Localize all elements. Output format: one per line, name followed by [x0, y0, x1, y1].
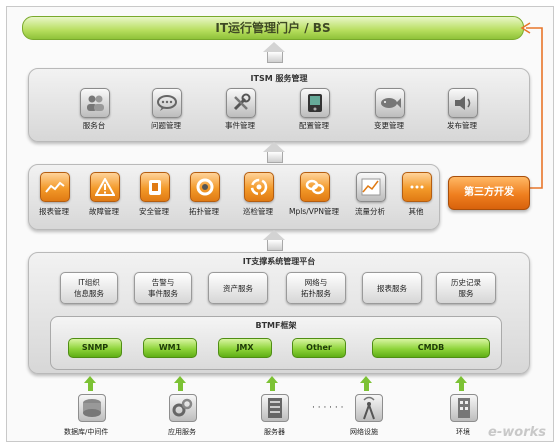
service-label: 网络与 拓扑服务 — [301, 278, 331, 298]
bottom-label: 网络设施 — [350, 428, 378, 436]
arrow-stem-1 — [267, 52, 283, 63]
watermark-logo: e-works — [488, 425, 546, 440]
service-label: IT组织 信息服务 — [74, 278, 104, 298]
service-label: 报表服务 — [377, 283, 407, 293]
monitoring-label: Mpls/VPN管理 — [288, 207, 339, 216]
itsm-label: 服务台 — [82, 121, 106, 130]
green-arrow-stem — [87, 383, 93, 391]
service-button: 资产服务 — [208, 272, 268, 304]
warning-icon — [90, 172, 120, 202]
traffic-chart-icon — [356, 172, 386, 202]
btmf-pill: WM1 — [143, 338, 197, 358]
ellipsis-dots: · · · · · · — [312, 403, 344, 413]
green-arrow — [266, 376, 278, 383]
green-arrow-stem — [458, 383, 464, 391]
topology-icon — [190, 172, 220, 202]
itsm-label: 变更管理 — [374, 121, 404, 130]
btmf-pill: JMX — [218, 338, 272, 358]
arrow-stem-3 — [267, 240, 283, 251]
btmf-title: BTMF框架 — [255, 321, 297, 330]
gears-icon — [169, 394, 197, 422]
green-arrow — [455, 376, 467, 383]
green-arrow-stem — [269, 383, 275, 391]
bottom-label: 服务器 — [264, 428, 285, 436]
third-party-label: 第三方开发 — [464, 187, 514, 198]
monitoring-label: 其他 — [408, 207, 424, 216]
support-title: IT支撑系统管理平台 — [242, 257, 316, 266]
building-icon — [450, 394, 478, 422]
arrow-head-1 — [263, 42, 285, 52]
green-arrow-stem — [363, 383, 369, 391]
feedback-arrow — [520, 22, 543, 189]
service-button: 网络与 拓扑服务 — [286, 272, 346, 304]
monitoring-label: 拓扑管理 — [189, 207, 219, 216]
bottom-label: 数据库/中间件 — [64, 428, 109, 436]
service-label: 告警与 事件服务 — [148, 278, 178, 298]
monitoring-label: 安全管理 — [139, 207, 169, 216]
itsm-label: 发布管理 — [447, 121, 477, 130]
btmf-pill: CMDB — [372, 338, 490, 358]
database-icon — [78, 394, 106, 422]
ellipsis-icon — [402, 172, 432, 202]
fish-icon — [375, 88, 405, 118]
service-button: 报表服务 — [362, 272, 422, 304]
green-arrow — [84, 376, 96, 383]
cycle-icon — [244, 172, 274, 202]
people-icon — [80, 88, 110, 118]
monitoring-label: 巡检管理 — [243, 207, 273, 216]
monitoring-label: 故障管理 — [89, 207, 119, 216]
monitoring-label: 流量分析 — [355, 207, 385, 216]
arrow-stem-2 — [267, 152, 283, 163]
itsm-title: ITSM 服务管理 — [250, 74, 308, 83]
arrow-head-2 — [263, 142, 285, 152]
speaker-icon — [448, 88, 478, 118]
service-label: 历史记录 服务 — [451, 278, 481, 298]
service-button: IT组织 信息服务 — [60, 272, 118, 304]
service-button: 告警与 事件服务 — [134, 272, 192, 304]
itsm-label: 事件管理 — [225, 121, 255, 130]
shield-icon — [140, 172, 170, 202]
portal-bar: IT运行管理门户 / BS — [22, 16, 524, 40]
itsm-layer: ITSM 服务管理 — [28, 68, 530, 142]
third-party-dev-box: 第三方开发 — [448, 176, 530, 210]
bottom-label: 应用服务 — [168, 428, 196, 436]
green-arrow — [360, 376, 372, 383]
green-arrow — [174, 376, 186, 383]
monitoring-label: 报表管理 — [39, 207, 69, 216]
chart-icon — [40, 172, 70, 202]
antenna-icon — [355, 394, 383, 422]
btmf-frame: BTMF框架 — [50, 316, 502, 370]
service-label: 资产服务 — [223, 283, 253, 293]
itsm-label: 配置管理 — [299, 121, 329, 130]
server-icon — [261, 394, 289, 422]
service-button: 历史记录 服务 — [436, 272, 496, 304]
btmf-pill: SNMP — [68, 338, 122, 358]
itsm-label: 问题管理 — [151, 121, 181, 130]
green-arrow-stem — [177, 383, 183, 391]
btmf-pill: Other — [292, 338, 346, 358]
chain-icon — [300, 172, 330, 202]
tools-icon — [226, 88, 256, 118]
portal-title: IT运行管理门户 / BS — [215, 21, 331, 35]
chat-bubble-icon — [152, 88, 182, 118]
bottom-label: 环境 — [456, 428, 470, 436]
device-icon — [300, 88, 330, 118]
arrow-head-3 — [263, 230, 285, 240]
